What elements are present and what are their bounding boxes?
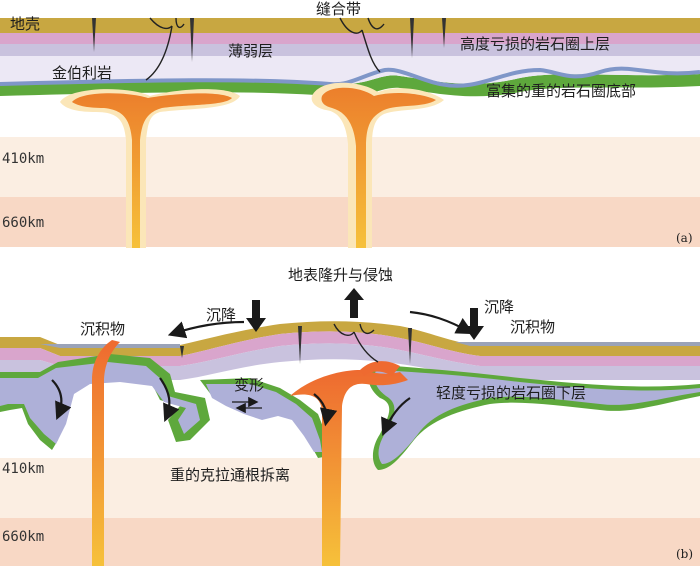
label-suture: 缝合带	[316, 0, 362, 18]
plume-right-a	[311, 82, 444, 248]
label-subsidence-right: 沉降	[484, 298, 515, 316]
label-sediment-right: 沉积物	[510, 318, 556, 336]
arrow-down-right	[464, 308, 484, 340]
movement-arrows	[51, 310, 474, 437]
label-sediment-left: 沉积物	[80, 320, 126, 338]
arrow-root-right	[381, 397, 411, 437]
faults-a	[92, 18, 446, 62]
pink-layer-b	[0, 331, 700, 366]
mantle-band-410-b	[0, 458, 700, 518]
label-uplift: 地表隆升与侵蚀	[288, 266, 394, 284]
label-kimberlite: 金伯利岩	[52, 64, 113, 82]
pink-layer-a	[0, 33, 700, 44]
depth-660-a: 660km	[2, 215, 45, 231]
arrow-up-center	[344, 288, 364, 318]
arrow-root-middle-left	[159, 377, 180, 423]
arrow-subsidence-left-flow	[167, 320, 245, 339]
shear-arrows	[232, 396, 262, 414]
panel-b-tag: (b)	[676, 547, 694, 561]
lower-lithosphere-a	[0, 50, 700, 85]
root-left-lavender	[0, 362, 200, 444]
label-delamination: 重的克拉通根拆离	[170, 466, 291, 484]
panel-a	[0, 17, 700, 248]
arrow-down-left	[246, 300, 266, 332]
panel-a-tag: (a)	[676, 231, 693, 245]
sediment-right-strip	[455, 342, 700, 346]
label-depleted-upper: 高度亏损的岩石圈上层	[460, 35, 611, 53]
faults-b	[180, 326, 412, 364]
root-middle-lavender	[206, 384, 322, 452]
label-weak-layer: 薄弱层	[228, 42, 274, 60]
lavender-layer-b	[0, 343, 700, 380]
arrow-root-middle	[313, 393, 338, 427]
plume-right-b	[290, 361, 408, 566]
lavender-layer-a	[0, 42, 700, 56]
depth-410-a: 410km	[2, 151, 45, 167]
vertical-arrows	[246, 288, 484, 340]
blue-line-a	[0, 66, 700, 88]
label-crust: 地壳	[10, 15, 41, 33]
mantle-band-660-b	[0, 518, 700, 566]
suture-lines-a	[145, 17, 385, 81]
depth-660-b: 660km	[2, 529, 45, 545]
label-enriched-base: 富集的重的岩石圈底部	[486, 82, 637, 100]
root-right-lavender	[374, 370, 700, 464]
label-subsidence-left: 沉降	[206, 306, 237, 324]
arrow-root-left	[51, 379, 72, 421]
label-deformation: 变形	[234, 376, 265, 394]
crust-layer-a	[0, 18, 700, 33]
plume-left-a	[60, 89, 240, 248]
suture-lines-b	[333, 323, 379, 363]
label-lower-lithosphere: 轻度亏损的岩石圈下层	[436, 384, 587, 402]
plume-left-b	[92, 340, 120, 566]
panel-b	[0, 288, 700, 566]
arrow-subsidence-right-flow	[409, 310, 474, 335]
depth-410-b: 410km	[2, 461, 45, 477]
